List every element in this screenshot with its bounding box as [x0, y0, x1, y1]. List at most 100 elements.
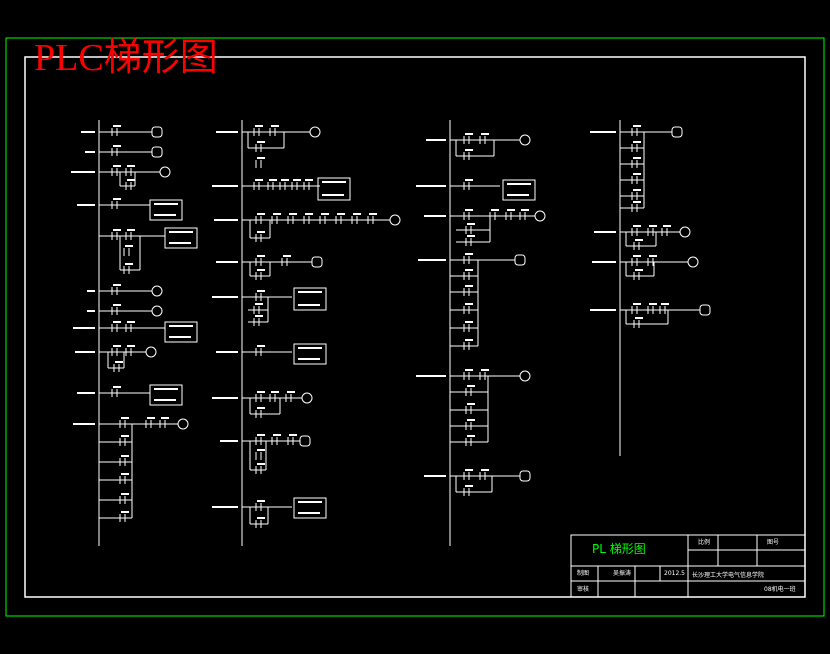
contact-tag — [257, 449, 265, 451]
contact-tag — [465, 179, 473, 181]
contact-tag — [127, 165, 135, 167]
function-block-text — [154, 388, 178, 390]
rung-label — [216, 351, 238, 353]
coil — [519, 370, 531, 382]
coil — [309, 126, 321, 138]
contact-tag — [127, 321, 135, 323]
contact-tag — [305, 179, 313, 181]
contact-tag — [465, 269, 473, 271]
sheet-label: 图号 — [767, 539, 780, 546]
rung-label — [71, 171, 95, 173]
class-name: 08机电一班 — [764, 586, 796, 593]
rung-label — [216, 261, 238, 263]
contact-tag — [633, 303, 641, 305]
rung-label — [73, 423, 95, 425]
contact-tag — [635, 317, 643, 319]
contact-tag — [635, 269, 643, 271]
contact-tag — [465, 133, 473, 135]
function-block-text — [298, 358, 320, 360]
contact-tag — [633, 157, 641, 159]
contact-tag — [257, 500, 265, 502]
coil-box — [671, 126, 683, 138]
contact-tag — [257, 213, 265, 215]
contact-tag — [257, 434, 265, 436]
rung-label — [212, 296, 238, 298]
contact-tag — [147, 417, 155, 419]
contact-tag — [121, 417, 129, 419]
function-block — [149, 199, 183, 221]
function-block — [164, 321, 198, 343]
contact-tag — [113, 229, 121, 231]
contact-tag — [305, 213, 313, 215]
contact-tag — [115, 361, 123, 363]
rung-label — [594, 231, 616, 233]
contact-tag — [257, 391, 265, 393]
contact-tag — [269, 179, 277, 181]
drawing-name: PL 梯形图 — [592, 542, 646, 556]
contact-tag — [257, 463, 265, 465]
contact-tag — [321, 213, 329, 215]
rung-label — [87, 310, 95, 312]
rung-label — [416, 375, 446, 377]
contact-tag — [663, 225, 671, 227]
contact-tag — [467, 419, 475, 421]
contact-tag — [465, 253, 473, 255]
contact-tag — [113, 284, 121, 286]
coil-box — [519, 470, 531, 482]
rung-label — [212, 185, 238, 187]
contact-tag — [465, 303, 473, 305]
contact-tag — [293, 179, 301, 181]
contact-tag — [257, 157, 265, 159]
coil-box — [699, 304, 711, 316]
contact-tag — [465, 469, 473, 471]
function-block — [164, 227, 198, 249]
coil — [151, 305, 163, 317]
contact-tag — [633, 125, 641, 127]
function-block-text — [507, 183, 531, 185]
contact-tag — [257, 255, 265, 257]
rung-label — [590, 131, 616, 133]
title-block — [570, 534, 806, 598]
contact-tag — [255, 179, 263, 181]
coil — [301, 392, 313, 404]
review-label: 审核 — [577, 586, 590, 593]
contact-tag — [283, 255, 291, 257]
contact-tag — [257, 517, 265, 519]
contact-tag — [465, 149, 473, 151]
contact-tag — [467, 403, 475, 405]
contact-tag — [369, 213, 377, 215]
rung-label — [426, 139, 446, 141]
contact-tag — [633, 225, 641, 227]
function-block-text — [322, 194, 344, 196]
contact-tag — [635, 239, 643, 241]
contact-tag — [113, 321, 121, 323]
contact-tag — [465, 339, 473, 341]
coil — [151, 285, 163, 297]
contact-tag — [125, 263, 133, 265]
contact-tag — [257, 231, 265, 233]
contact-tag — [113, 165, 121, 167]
coil — [534, 210, 546, 222]
contact-tag — [271, 391, 279, 393]
contact-tag — [121, 455, 129, 457]
contact-tag — [521, 209, 529, 211]
function-block-text — [298, 347, 322, 349]
contact-tag — [257, 407, 265, 409]
function-block-text — [298, 512, 320, 514]
contact-tag — [467, 223, 475, 225]
function-block — [293, 497, 327, 519]
rung-label — [220, 440, 238, 442]
function-block-text — [154, 214, 176, 216]
contact-tag — [465, 369, 473, 371]
contact-tag — [273, 434, 281, 436]
drawn-date: 2012.5 — [664, 570, 685, 577]
contact-tag — [633, 141, 641, 143]
school-name: 长沙理工大学电气信息学院 — [692, 572, 765, 579]
contact-tag — [113, 304, 121, 306]
contact-tag — [113, 386, 121, 388]
rung-label — [87, 290, 95, 292]
contact-tag — [481, 469, 489, 471]
contact-tag — [649, 225, 657, 227]
contact-tag — [257, 345, 265, 347]
contact-tag — [353, 213, 361, 215]
